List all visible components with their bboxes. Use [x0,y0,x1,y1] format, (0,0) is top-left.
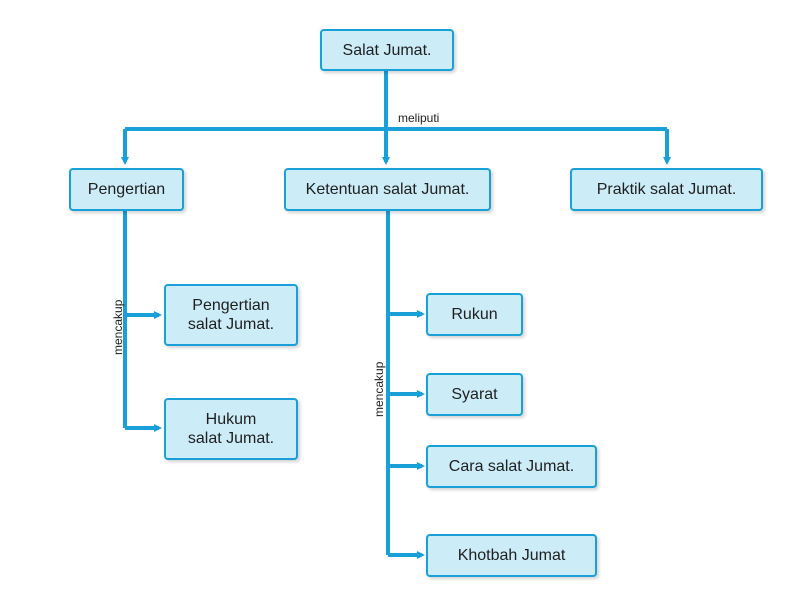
node-ketentuan-salat-jumat: Ketentuan salat Jumat. [284,168,491,211]
node-pengertian-salat-jumat-line2: salat Jumat. [187,316,275,333]
node-salat-jumat: Salat Jumat. [320,29,454,71]
node-syarat: Syarat [426,373,523,416]
node-praktik-salat-jumat: Praktik salat Jumat. [570,168,763,211]
label-mencakup-right: mencakup [372,361,386,417]
node-pengertian-salat-jumat: Pengertian salat Jumat. [164,284,298,346]
node-pengertian: Pengertian [69,168,184,211]
node-cara-salat-jumat: Cara salat Jumat. [426,445,597,488]
node-hukum-salat-jumat-line2: salat Jumat. [187,430,275,447]
node-hukum-salat-jumat-line1: Hukum [205,411,257,428]
node-pengertian-salat-jumat-line1: Pengertian [192,297,270,314]
label-mencakup-left: mencakup [111,299,125,355]
node-khotbah-jumat: Khotbah Jumat [426,534,597,577]
label-meliputi: meliputi [398,111,439,125]
node-hukum-salat-jumat: Hukum salat Jumat. [164,398,298,460]
node-rukun: Rukun [426,293,523,336]
